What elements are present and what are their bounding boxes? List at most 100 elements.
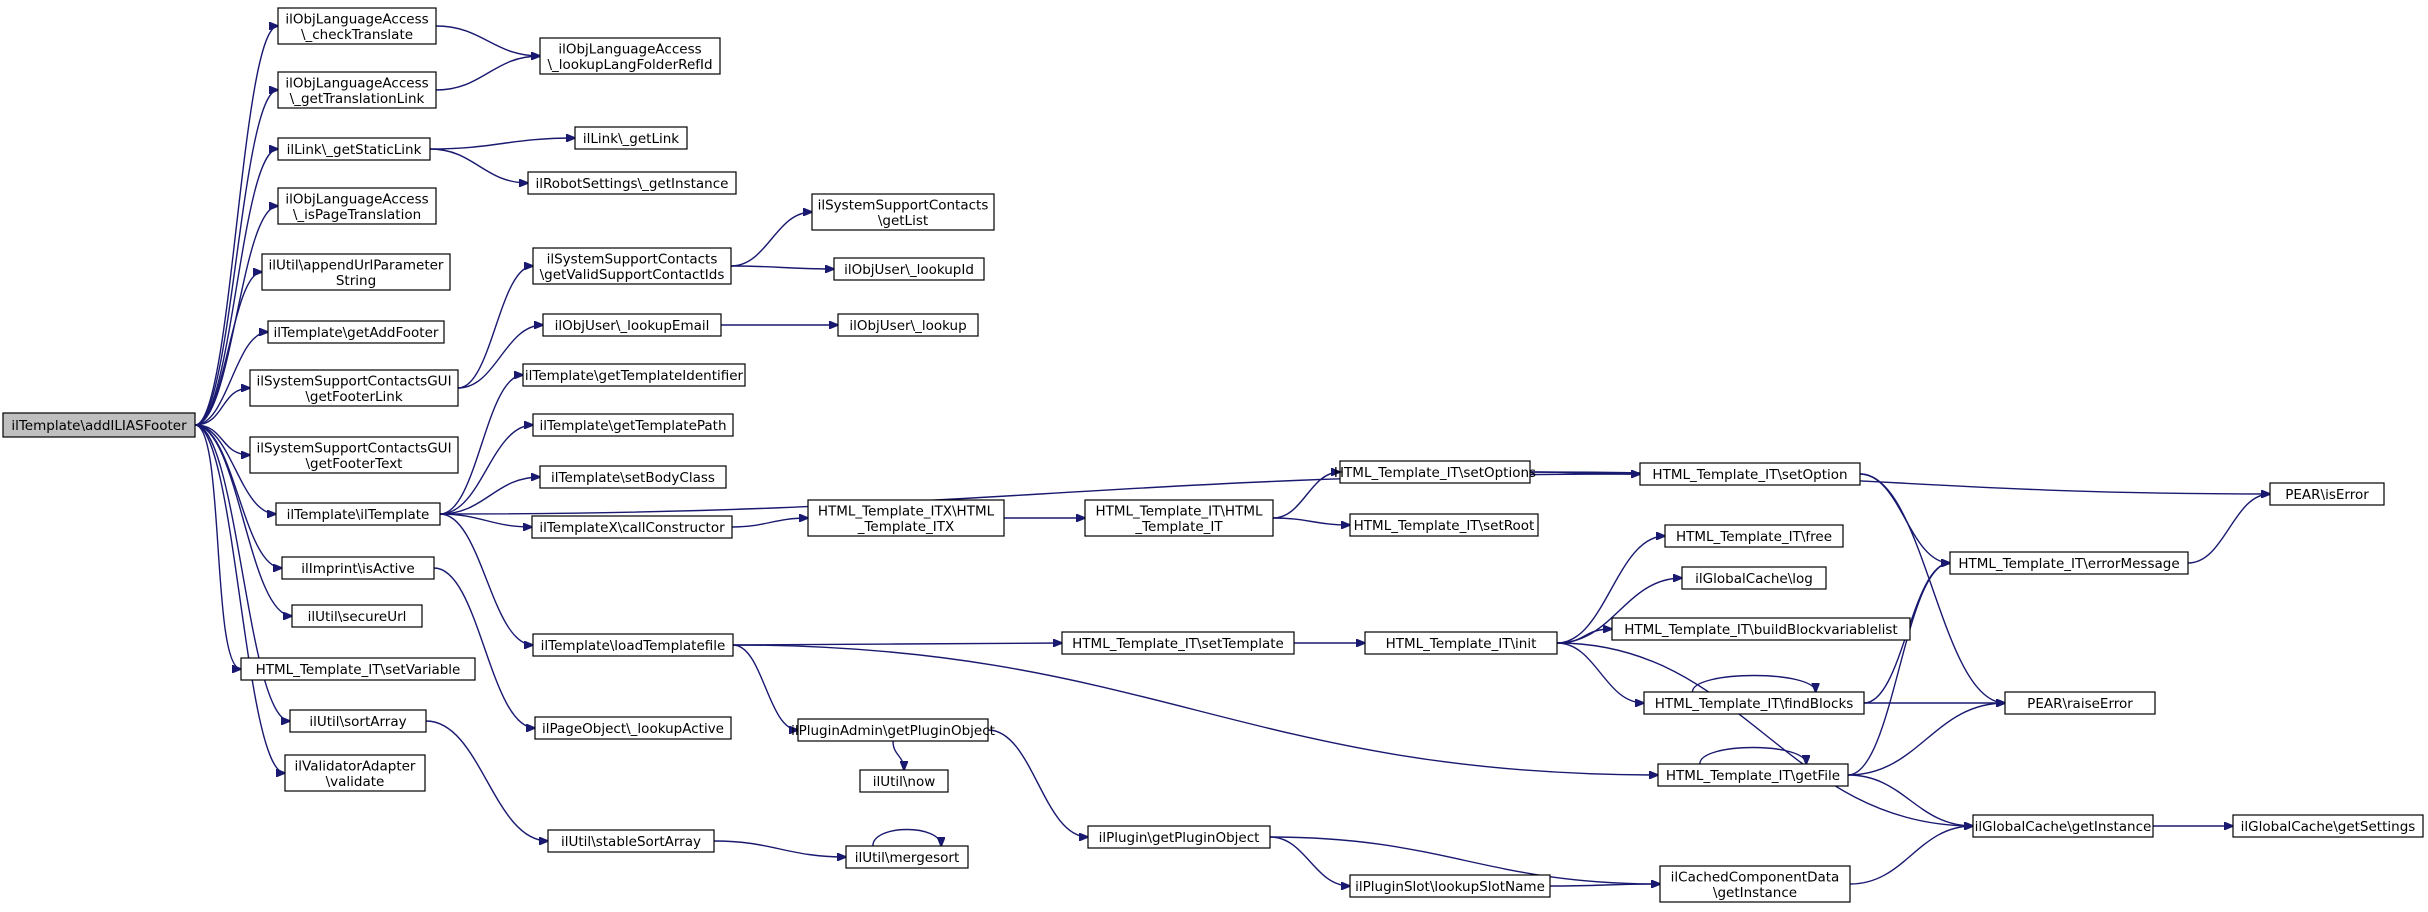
node-label: HTML_Template_IT\setOption [1652,467,1847,483]
node-label: ilGlobalCache\getSettings [2241,819,2416,835]
node-box [2004,691,2156,715]
node-html-template-it-free[interactable]: HTML_Template_IT\free [1664,524,1844,548]
node-label: ilImprint\isActive [301,561,414,577]
node-box [1349,874,1551,898]
edge-n21-n22 [731,518,808,528]
node-html-template-it-errormessage[interactable]: HTML_Template_IT\errorMessage [1949,551,2189,575]
node-ilobjlanguageaccess-lookuplangfolderrefid[interactable]: ilObjLanguageAccess\_lookupLangFolderRef… [539,37,721,75]
node-ilpageobject-lookupactive[interactable]: ilPageObject\_lookupActive [534,716,732,740]
node-html-template-it-getfile[interactable]: HTML_Template_IT\getFile [1657,763,1849,787]
node-ilutil-mergesort[interactable]: ilUtil\mergesort [845,845,969,869]
node-label: HTML_Template_IT\setTemplate [1072,636,1284,652]
node-html-template-it-setoption[interactable]: HTML_Template_IT\setOption [1639,462,1861,486]
node-ilvalidatoradapter-validate[interactable]: ilValidatorAdapter\validate [284,754,426,792]
edge-n44-n38 [1847,703,2005,776]
node-label: ilUtil\sortArray [309,714,406,730]
node-ilsystemsupportcontacts-getlist[interactable]: ilSystemSupportContacts\getList [811,193,995,231]
node-ilrobotsettings-getinstance[interactable]: ilRobotSettings\_getInstance [527,171,737,195]
node-html-template-it-setroot[interactable]: HTML_Template_IT\setRoot [1349,513,1539,537]
node-label: ilSystemSupportContacts [547,251,718,267]
node-iltemplate-getaddfooter[interactable]: ilTemplate\getAddFooter [267,320,445,344]
node-box [539,37,721,75]
node-ilobjlanguageaccess-gettranslationlink[interactable]: ilObjLanguageAccess\_getTranslationLink [277,71,437,109]
node-label: PEAR\isError [2285,487,2369,503]
node-iltemplate-addiliasfooter[interactable]: ilTemplate\addILIASFooter [2,412,196,438]
node-html-template-it-settemplate[interactable]: HTML_Template_IT\setTemplate [1061,631,1295,655]
node-html-template-it-html-template-it[interactable]: HTML_Template_IT\HTML_Template_IT [1084,499,1274,537]
edge-n10-n11 [457,266,533,389]
node-ilutil-now[interactable]: ilUtil\now [859,769,949,793]
node-label: ilObjLanguageAccess [285,75,428,91]
node-ilobjuser-lookupid[interactable]: ilObjUser\_lookupId [833,257,985,281]
node-ilobjlanguageaccess-ispagetranslation[interactable]: ilObjLanguageAccess\_isPageTranslation [277,187,437,225]
node-box [542,313,722,337]
node-box [833,257,985,281]
node-label: HTML_Template_ITX\HTML [818,503,995,519]
node-label: ilGlobalCache\getInstance [1975,819,2152,835]
node-box [797,718,989,742]
node-label: ilUtil\secureUrl [308,609,407,625]
edge-n0-n9 [194,332,268,426]
node-layer: ilTemplate\addILIASFooter ilObjLanguageAc… [2,7,2424,903]
node-iltemplate-loadtemplatefile[interactable]: ilTemplate\loadTemplatefile [532,633,734,657]
node-label: ilObjUser\_lookup [849,318,966,334]
edge-n4-n5 [429,138,575,150]
node-ilglobalcache-getinstance[interactable]: ilGlobalCache\getInstance [1972,814,2154,838]
node-ilobjuser-lookupemail[interactable]: ilObjUser\_lookupEmail [542,313,722,337]
node-illink-getlink[interactable]: ilLink\_getLink [574,126,688,150]
node-iltemplate-gettemplateidentifier[interactable]: ilTemplate\getTemplateIdentifier [522,363,746,387]
node-ilsystemsupportcontactsgui-getfooterlink[interactable]: ilSystemSupportContactsGUI\getFooterLink [249,369,459,407]
node-box [1087,825,1271,849]
node-ilglobalcache-log[interactable]: ilGlobalCache\log [1681,566,1827,590]
node-ilutil-secureurl[interactable]: ilUtil\secureUrl [291,604,423,628]
node-iltemplate-iltemplate[interactable]: ilTemplate\ilTemplate [275,502,441,526]
node-html-template-itx-html-template-itx[interactable]: HTML_Template_ITX\HTML_Template_ITX [807,499,1005,537]
node-ilpluginadmin-getpluginobject[interactable]: ilPluginAdmin\getPluginObject [791,718,995,742]
node-iltemplatex-callconstructor[interactable]: ilTemplateX\callConstructor [531,515,733,539]
node-pear-iserror[interactable]: PEAR\isError [2269,482,2385,506]
node-ilobjlanguageaccess-checktranslate[interactable]: ilObjLanguageAccess\_checkTranslate [277,7,437,45]
node-ilutil-stablesortarray[interactable]: ilUtil\stableSortArray [547,829,715,853]
node-ilglobalcache-getsettings[interactable]: ilGlobalCache\getSettings [2232,814,2424,838]
node-box [574,126,688,150]
node-ilimprint-isactive[interactable]: ilImprint\isActive [281,556,435,580]
node-iltemplate-gettemplatepath[interactable]: ilTemplate\getTemplatePath [532,413,734,437]
node-ilutil-sortarray[interactable]: ilUtil\sortArray [289,709,427,733]
node-ilsystemsupportcontactsgui-getfootertext[interactable]: ilSystemSupportContactsGUI\getFooterText [249,436,459,474]
node-html-template-it-buildblockvariablelist[interactable]: HTML_Template_IT\buildBlockvariablelist [1611,617,1911,641]
node-box [1657,763,1849,787]
node-ilsystemsupportcontacts-getvalidsupportcontactids[interactable]: ilSystemSupportContacts\getValidSupportC… [532,247,732,285]
node-html-template-it-setoptions[interactable]: HTML_Template_IT\setOptions [1334,460,1536,484]
edge-n4-n6 [429,148,528,183]
node-ilplugin-getpluginobject[interactable]: ilPlugin\getPluginObject [1087,825,1271,849]
edge-n37-n37 [1691,674,1815,693]
node-html-template-it-setvariable[interactable]: HTML_Template_IT\setVariable [240,657,476,681]
node-box [2232,814,2424,838]
node-label: HTML_Template_IT\getFile [1666,768,1840,784]
node-iltemplate-setbodyclass[interactable]: ilTemplate\setBodyClass [539,465,727,489]
node-label: ilTemplateX\callConstructor [539,520,725,536]
node-box [281,556,435,580]
edge-n44-n28 [1847,563,1950,776]
node-ilcachedcomponentdata-getinstance[interactable]: ilCachedComponentData\getInstance [1659,865,1851,903]
edge-n33-n37 [1556,642,1644,703]
node-box [532,247,732,285]
node-box [1349,513,1539,537]
node-box [277,187,437,225]
node-label: ilObjLanguageAccess [558,41,701,57]
node-ilobjuser-lookup[interactable]: ilObjUser\_lookup [837,313,979,337]
node-box [1949,551,2189,575]
node-label: \getValidSupportContactIds [540,267,725,283]
node-label: ilUtil\now [873,774,936,790]
node-box [547,829,715,853]
node-label: ilTemplate\getTemplatePath [539,418,726,434]
node-box [859,769,949,793]
node-html-template-it-findblocks[interactable]: HTML_Template_IT\findBlocks [1643,691,1865,715]
node-illink-getstaticlink[interactable]: ilLink\_getStaticLink [277,137,431,161]
node-html-template-it-init[interactable]: HTML_Template_IT\init [1364,631,1558,655]
node-box [277,71,437,109]
edge-n23-n24 [1272,472,1340,519]
node-pear-raiseerror[interactable]: PEAR\raiseError [2004,691,2156,715]
node-ilpluginslot-lookupslotname[interactable]: ilPluginSlot\lookupSlotName [1349,874,1551,898]
